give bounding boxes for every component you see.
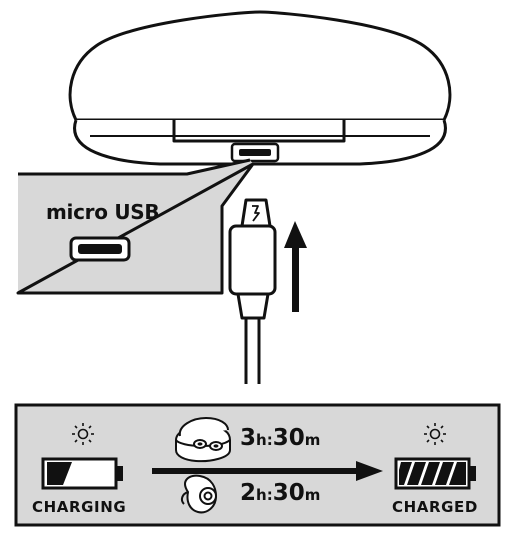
battery-low-icon: [41, 457, 123, 490]
earbud-minutes: 30: [272, 480, 305, 506]
earbud-hours: 2: [240, 480, 257, 506]
battery-full-icon: [394, 457, 476, 490]
micro-usb-label: micro USB: [46, 200, 160, 224]
case-charging-time: 3h:30m: [240, 425, 320, 451]
earbud-charging-time: 2h:30m: [240, 480, 320, 506]
earbud-icon: [180, 474, 218, 514]
earbud-hours-unit: h:: [256, 486, 273, 504]
insert-arrow: [284, 221, 307, 312]
case-usb-port: [230, 142, 280, 163]
case-minutes: 30: [272, 425, 305, 451]
sun-icon: [424, 423, 446, 445]
earbud-minutes-unit: m: [304, 486, 321, 504]
usb-callout: [16, 158, 255, 295]
charging-label: CHARGING: [32, 498, 127, 516]
case-hours: 3: [240, 425, 257, 451]
usb-cable: [228, 198, 277, 384]
charged-label: CHARGED: [392, 498, 478, 516]
progress-arrow: [152, 461, 383, 481]
case-hours-unit: h:: [256, 431, 273, 449]
sun-icon: [72, 423, 94, 445]
case-minutes-unit: m: [304, 431, 321, 449]
charging-case-icon: [175, 416, 231, 463]
charging-case: [68, 10, 452, 166]
